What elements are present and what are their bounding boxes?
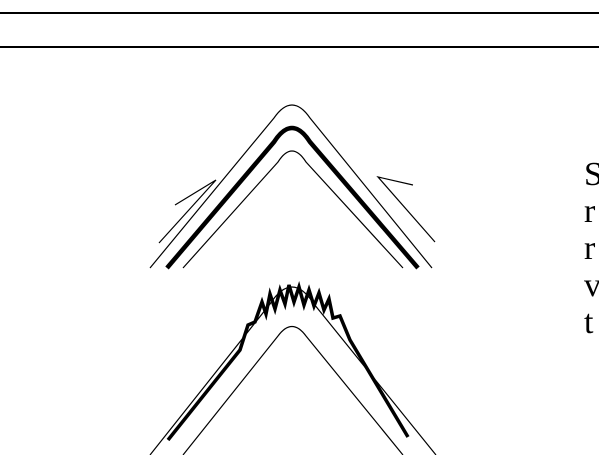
outer-layer-outline bbox=[150, 287, 436, 455]
fold-axial-layer bbox=[167, 128, 418, 268]
clipped-text-line: v bbox=[584, 269, 599, 303]
inner-layer-outline bbox=[183, 327, 403, 455]
smooth-fold-panel bbox=[150, 105, 435, 268]
crenulated-fold-panel bbox=[150, 285, 436, 455]
clipped-text-line: S bbox=[584, 158, 599, 192]
left-shear-arrow bbox=[159, 180, 216, 243]
clipped-text-line: r bbox=[584, 195, 599, 229]
clipped-text-line: r bbox=[584, 232, 599, 266]
clipped-text-line: t bbox=[584, 306, 599, 340]
